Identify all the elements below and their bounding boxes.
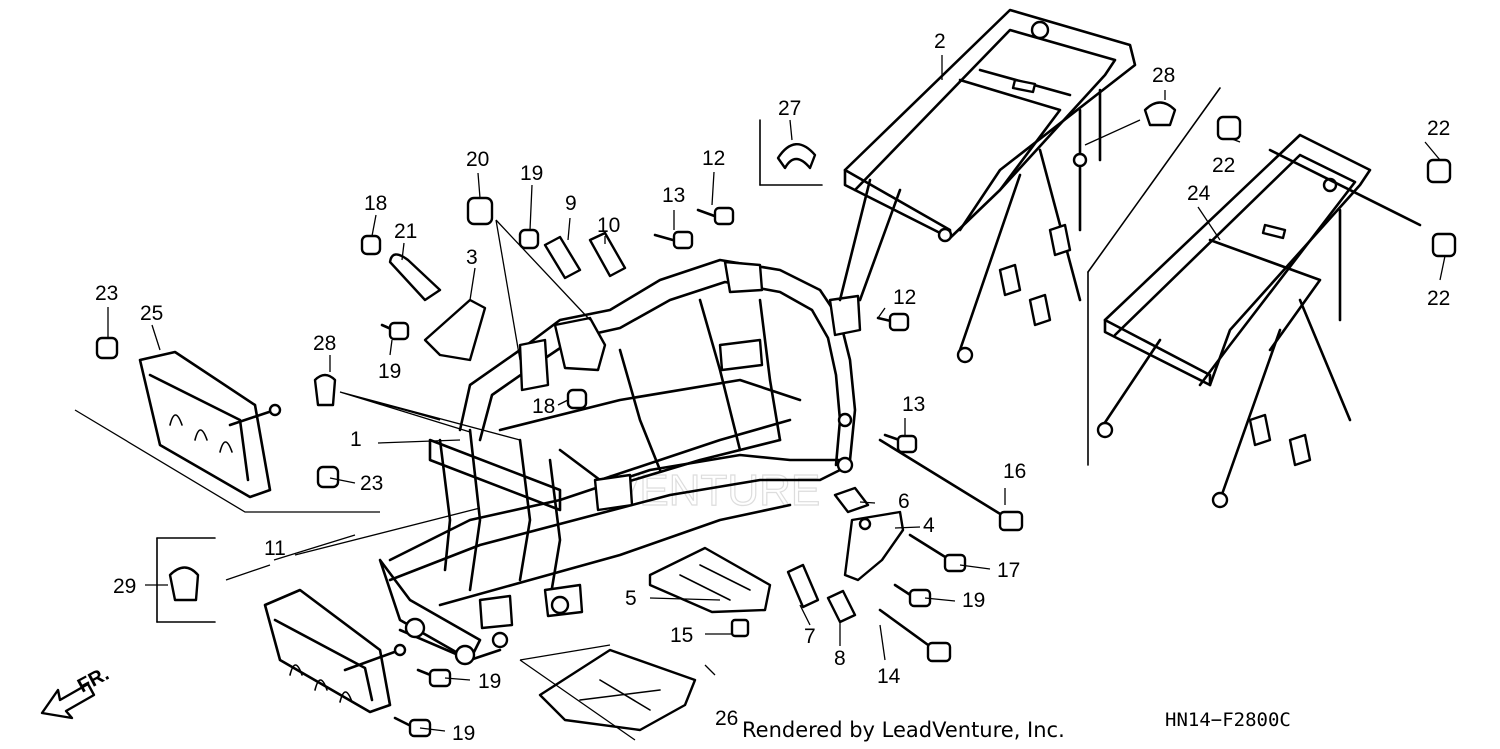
- bracket-part-3: [423, 298, 487, 362]
- front-direction-arrow-icon: FR.: [40, 663, 113, 720]
- collar-part-8: [826, 589, 857, 624]
- nut-part-22-a: [1216, 115, 1242, 141]
- callout-9: 9: [565, 192, 577, 215]
- collar-part-10: [588, 231, 627, 278]
- callout-19-right: 19: [962, 589, 985, 612]
- nut-part-18-center: [566, 388, 588, 410]
- callout-18-left: 18: [364, 192, 387, 215]
- callout-12-upper: 12: [702, 147, 725, 170]
- clamp-part-28-rear: [1143, 101, 1177, 127]
- callout-19-bottom: 19: [452, 722, 475, 745]
- callout-22-c: 22: [1427, 287, 1450, 310]
- collar-part-9: [543, 235, 582, 280]
- callout-16: 16: [1003, 460, 1026, 483]
- callout-21: 21: [394, 220, 417, 243]
- callout-18-upper: 19: [520, 162, 543, 185]
- nut-part-18-left: [360, 234, 382, 256]
- callout-7: 7: [804, 625, 816, 648]
- callout-3: 3: [466, 246, 478, 269]
- callout-14: 14: [877, 665, 901, 688]
- leader-lines: [74, 55, 1446, 741]
- rear-frame-alt-part: [1096, 133, 1422, 509]
- callout-6: 6: [898, 490, 910, 513]
- callout-1: 1: [350, 428, 362, 451]
- collar-part-7: [786, 563, 820, 609]
- callout-20: 20: [466, 148, 489, 171]
- callout-labels: 1 2 3 4 5 6 7 8 9 10 11 12 12 13 13 14 1…: [95, 30, 1450, 745]
- clamp-part-29: [168, 566, 200, 602]
- nut-part-18-upper: [518, 228, 540, 250]
- callout-18-center: 18: [532, 395, 555, 418]
- nut-part-22-c: [1431, 232, 1457, 258]
- bracket-part-4: [843, 510, 905, 582]
- footer-credit: Rendered by LeadVenture, Inc.: [742, 718, 1065, 742]
- callout-25: 25: [140, 302, 163, 325]
- skid-plate-part-5: [648, 546, 772, 614]
- callout-19-lower: 19: [478, 670, 501, 693]
- callout-4: 4: [923, 514, 935, 537]
- callout-13-lower: 13: [902, 393, 925, 416]
- callout-8: 8: [834, 647, 846, 670]
- callout-13-upper: 13: [662, 184, 685, 207]
- callout-27: 27: [778, 97, 801, 120]
- clamp-part-28-front: [313, 373, 337, 407]
- callout-10: 10: [597, 214, 620, 237]
- diagram-code: HN14−F2800C: [1165, 709, 1291, 731]
- callout-2: 2: [934, 30, 946, 53]
- callout-23-upper: 23: [95, 282, 118, 305]
- callout-11: 11: [264, 537, 286, 560]
- callout-5: 5: [625, 587, 637, 610]
- callout-23-lower: 23: [360, 472, 383, 495]
- callout-26: 26: [715, 707, 738, 730]
- clamp-part-27: [776, 143, 817, 170]
- collar-part-6: [833, 486, 870, 514]
- callout-12-lower: 12: [893, 286, 916, 309]
- callout-28-rear: 28: [1152, 64, 1175, 87]
- callout-15: 15: [670, 624, 693, 647]
- front-guard-part-11: [263, 588, 407, 714]
- callout-19-left: 19: [378, 360, 401, 383]
- nut-part-22-b: [1426, 158, 1452, 184]
- nut-part-23-upper: [95, 336, 119, 360]
- callout-28-front: 28: [313, 332, 336, 355]
- callout-24: 24: [1187, 182, 1211, 205]
- rear-frame-part: [838, 8, 1137, 364]
- callout-22-a: 22: [1427, 117, 1450, 140]
- clip-part-21: [388, 253, 442, 302]
- front-guard-part-25: [138, 350, 282, 499]
- callout-17: 17: [997, 559, 1020, 582]
- nut-part-20: [466, 196, 494, 226]
- callout-22-b: 22: [1212, 154, 1235, 177]
- bolt-parts: [380, 206, 1024, 738]
- nut-part-23-lower: [316, 465, 340, 489]
- callout-29: 29: [113, 575, 136, 598]
- main-frame-part: [378, 258, 862, 666]
- separator-line: [1087, 87, 1221, 273]
